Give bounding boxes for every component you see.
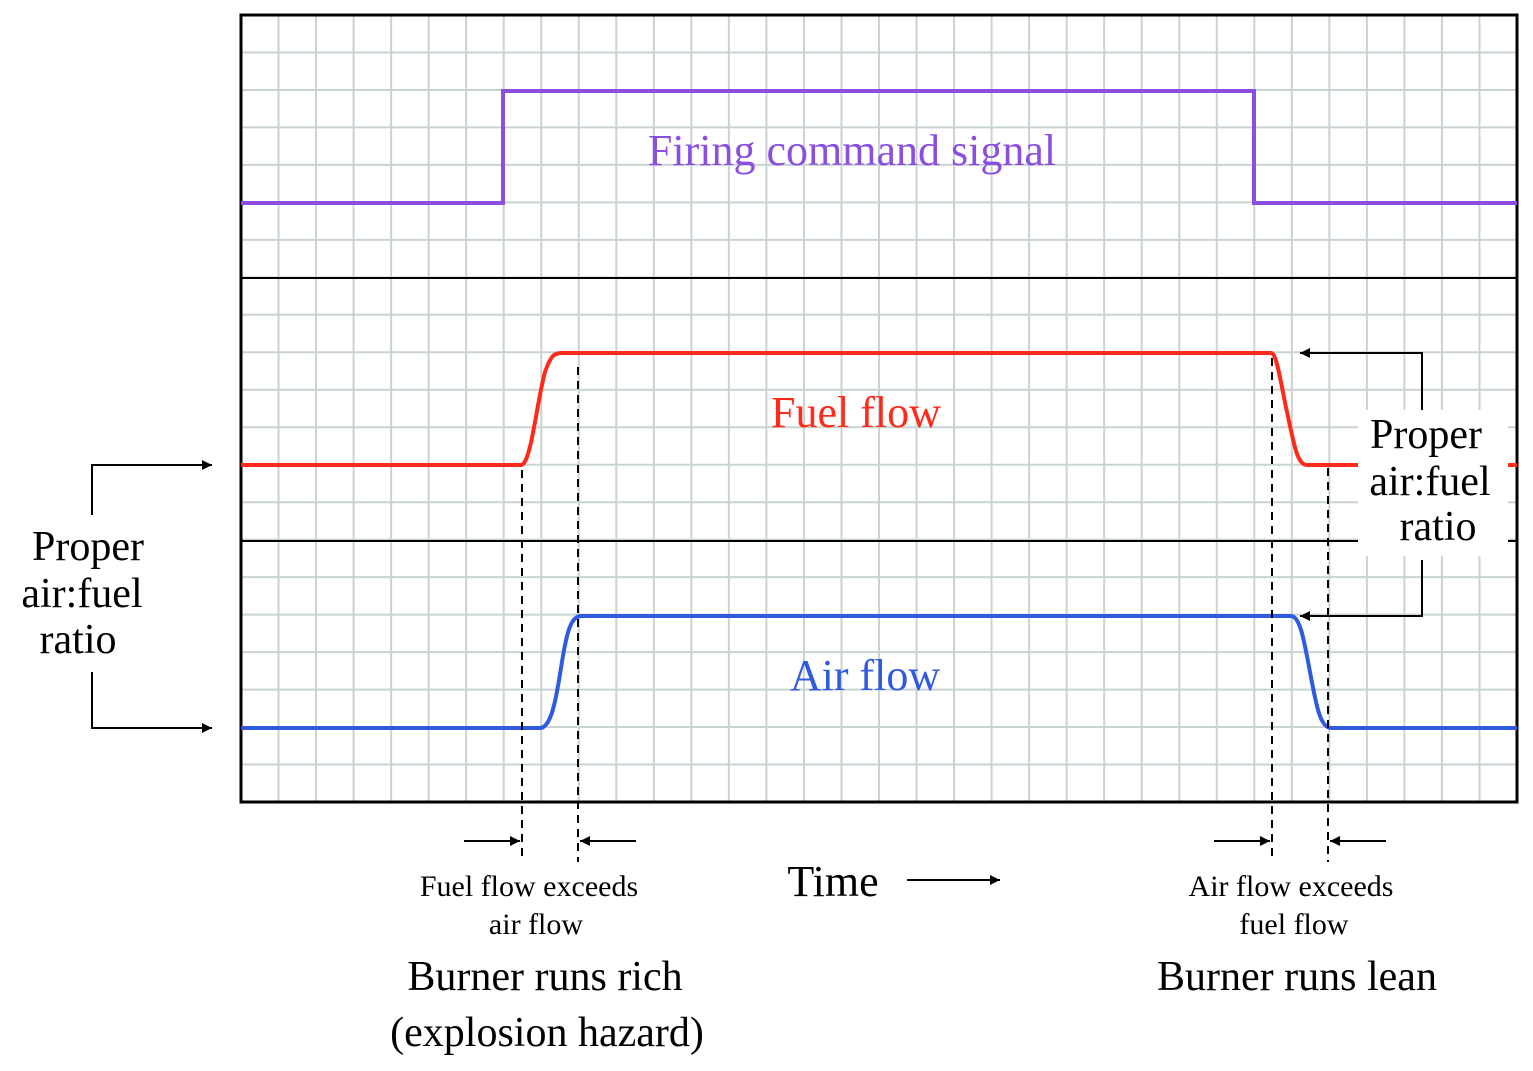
rich-big-line-2: (explosion hazard) <box>390 1010 704 1056</box>
left-ratio-line-3: ratio <box>40 617 117 663</box>
lean-big-line-1: Burner runs lean <box>1157 954 1437 1000</box>
right-ratio-line-2: air:fuel <box>1369 459 1490 505</box>
rich-note: Fuel flow exceeds air flow Burner runs r… <box>390 870 704 1056</box>
arrowhead-icon <box>1300 348 1423 410</box>
air-flow-trace <box>241 614 1517 730</box>
fuel-flow-trace <box>241 351 1517 467</box>
time-axis-label: Time <box>787 857 878 906</box>
arrowhead-icon <box>91 460 212 515</box>
left-ratio-annotation: Proper air:fuel ratio <box>8 518 158 668</box>
left-ratio-line-1: Proper <box>32 524 144 570</box>
rich-big-line-1: Burner runs rich <box>407 954 682 1000</box>
arrowhead-icon <box>1300 560 1423 621</box>
rich-small-line-1: Fuel flow exceeds <box>420 870 638 903</box>
timing-markers <box>521 358 1329 862</box>
air-trace-label: Air flow <box>790 651 941 700</box>
plot-frame <box>239 13 1519 804</box>
right-ratio-line-1: Proper <box>1370 412 1482 458</box>
command-trace-label: Firing command signal <box>648 126 1056 175</box>
arrowhead-icon <box>91 672 212 733</box>
lean-small-line-1: Air flow exceeds <box>1189 870 1394 903</box>
left-ratio-line-2: air:fuel <box>21 571 142 617</box>
right-ratio-line-3: ratio <box>1400 504 1477 550</box>
firing-command-trace <box>241 89 1517 205</box>
right-ratio-annotation: Proper air:fuel ratio <box>1358 410 1508 556</box>
lean-note: Air flow exceeds fuel flow Burner runs l… <box>1157 870 1437 1000</box>
lean-small-line-2: fuel flow <box>1239 908 1348 941</box>
rich-small-line-2: air flow <box>489 908 583 941</box>
fuel-trace-label: Fuel flow <box>771 388 941 437</box>
